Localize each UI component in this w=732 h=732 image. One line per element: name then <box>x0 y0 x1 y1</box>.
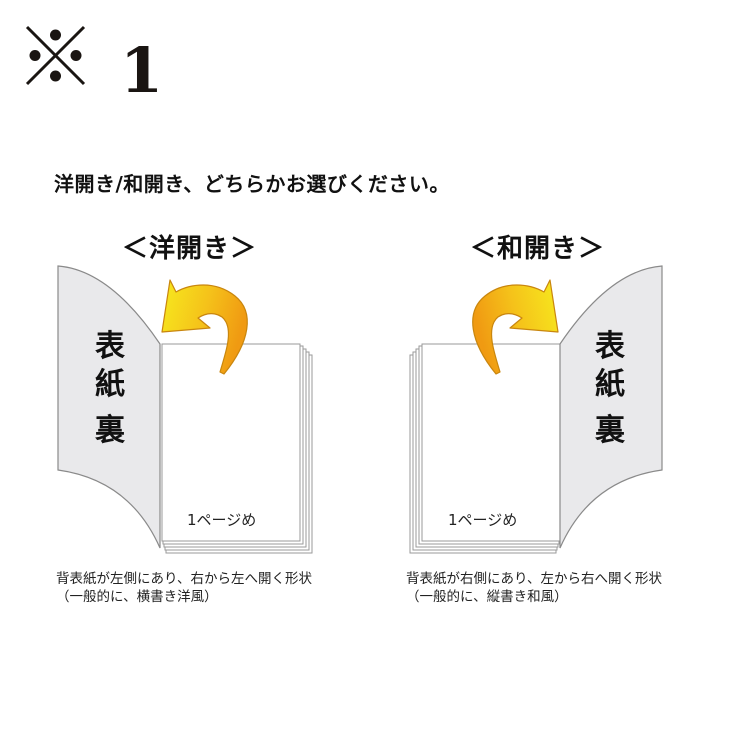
cover-label: 表 紙 裏 <box>590 328 630 450</box>
page-stack <box>161 343 313 554</box>
curved-arrow-right-icon <box>472 279 559 375</box>
headline: 洋開き/和開き、どちらかお選びください。 <box>54 172 450 196</box>
description-line: 背表紙が右側にあり、左から右へ開く形状 <box>406 571 662 587</box>
cover-label: 表 紙 裏 <box>90 328 130 450</box>
cover-label-char: 裏 <box>95 413 125 448</box>
western-book-illustration <box>57 265 313 554</box>
option-description: 背表紙が左側にあり、右から左へ開く形状 （一般的に、横書き洋風） <box>56 570 312 606</box>
cover-label-char: 表 <box>595 329 625 364</box>
first-page-label: 1ページめ <box>187 511 257 529</box>
option-japanese-binding[interactable]: ＜和開き＞ 表 紙 裏 1ページめ 背表紙が右側にあり、左から右へ開く形状 （一… <box>400 222 700 622</box>
page-stack <box>409 343 561 554</box>
option-title: ＜洋開き＞ <box>122 234 258 264</box>
cover <box>559 265 663 549</box>
option-western-binding[interactable]: ＜洋開き＞ 表 紙 裏 1ページめ 背表紙が左側にあり、右から左へ開く形状 （一… <box>50 222 350 622</box>
description-line: （一般的に、横書き洋風） <box>56 589 218 605</box>
cover-label-char: 表 <box>95 329 125 364</box>
cover <box>57 265 161 549</box>
japanese-book-illustration <box>409 265 663 554</box>
reference-mark-icon <box>25 25 86 86</box>
cover-label-char: 紙 <box>95 367 125 402</box>
option-title: ＜和開き＞ <box>470 234 606 264</box>
description-line: 背表紙が左側にあり、右から左へ開く形状 <box>56 571 312 587</box>
first-page-label: 1ページめ <box>448 511 518 529</box>
description-line: （一般的に、縦書き和風） <box>406 589 568 605</box>
cover-label-char: 裏 <box>595 413 625 448</box>
note-number: 1 <box>120 34 164 107</box>
curved-arrow-left-icon <box>161 279 248 375</box>
note-reference: 1 <box>24 22 163 106</box>
option-description: 背表紙が右側にあり、左から右へ開く形状 （一般的に、縦書き和風） <box>406 570 662 606</box>
cover-label-char: 紙 <box>595 367 625 402</box>
